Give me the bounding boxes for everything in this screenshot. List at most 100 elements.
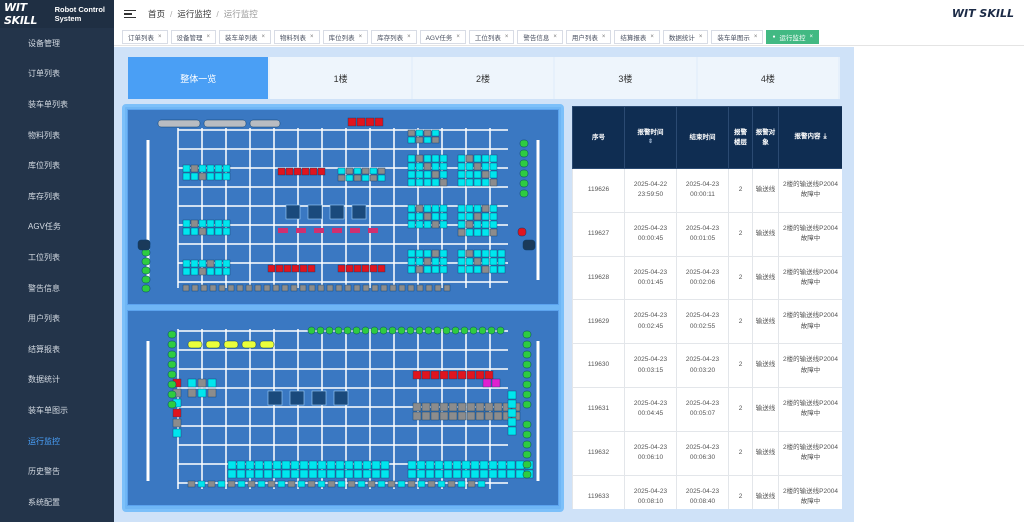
storage-cell [481, 220, 490, 229]
sidebar-item[interactable]: 警告信息 [28, 283, 60, 293]
storage-cell [461, 460, 471, 470]
sidebar-item[interactable]: AGV任务 [28, 222, 61, 232]
sidebar-item[interactable]: 物料列表 [28, 130, 60, 140]
breadcrumb-item[interactable]: 首页 [148, 9, 166, 19]
col-content[interactable]: 报警内容⤓ [778, 106, 842, 169]
close-icon[interactable]: × [504, 33, 509, 40]
floor-tab[interactable]: 2楼 [412, 57, 554, 99]
col-end-time[interactable]: 结束时间 [676, 106, 729, 169]
sidebar-item[interactable]: 装车单图示 [28, 405, 68, 415]
download-icon[interactable]: ⤓ [823, 133, 827, 141]
tag-item[interactable]: 工位列表× [468, 29, 515, 44]
floor-tab[interactable]: 1楼 [270, 57, 411, 99]
tag-item[interactable]: 设备管理× [170, 29, 217, 44]
floor-map-lower[interactable] [127, 310, 559, 506]
storage-cell [182, 267, 191, 276]
storage-cell [439, 265, 448, 274]
floor-tab[interactable]: 整体一览 [128, 57, 269, 99]
equipment-unit [442, 326, 451, 335]
col-start-time[interactable]: 报警时间⇕ [624, 106, 677, 169]
close-icon[interactable]: × [206, 33, 211, 40]
close-icon[interactable]: × [310, 33, 314, 40]
col-target[interactable]: 报警对象 [752, 106, 779, 169]
hamburger-icon[interactable] [124, 9, 136, 19]
sidebar-item[interactable]: 装车单列表 [28, 99, 68, 109]
floor-map-upper[interactable] [127, 109, 559, 305]
storage-cell [182, 284, 190, 292]
sidebar-item[interactable]: 工位列表 [28, 252, 60, 262]
sidebar-item[interactable]: 订单列表 [28, 69, 60, 79]
tag-item[interactable]: 用户列表× [565, 29, 612, 44]
sidebar-item[interactable]: 运行监控 [28, 436, 60, 446]
equipment-unit [316, 326, 325, 335]
close-icon[interactable]: × [809, 33, 813, 40]
sidebar-item[interactable]: 历史警告 [28, 467, 60, 477]
tag-item[interactable]: 库存列表× [371, 29, 417, 44]
sidebar-item[interactable]: 用户列表 [28, 314, 60, 324]
tag-item[interactable]: 库位列表× [322, 29, 369, 44]
storage-cell [473, 265, 482, 274]
tag-item[interactable]: 装车单列表× [219, 29, 272, 44]
sidebar-item[interactable]: 结算报表 [28, 344, 60, 354]
tag-item[interactable]: 警告信息× [517, 29, 563, 44]
storage-cell [415, 204, 424, 213]
maps-container [122, 104, 564, 512]
tag-item[interactable]: 数据统计× [662, 29, 709, 44]
storage-cell [473, 162, 482, 171]
close-icon[interactable]: × [650, 33, 654, 40]
floor-tab[interactable]: 4楼 [697, 57, 839, 99]
storage-cell [484, 402, 494, 412]
sidebar-item[interactable]: 库位列表 [28, 161, 60, 171]
storage-cell [190, 267, 199, 276]
close-icon[interactable]: × [601, 33, 606, 40]
breadcrumb-separator: / [170, 9, 173, 19]
close-icon[interactable]: × [358, 33, 363, 40]
col-id[interactable]: 序号 [572, 106, 625, 169]
equipment-unit [223, 340, 239, 349]
floor-tab[interactable]: 3楼 [555, 57, 696, 99]
close-icon[interactable]: × [407, 33, 411, 40]
sidebar-item[interactable]: 系统配置 [28, 497, 60, 507]
tag-item[interactable]: 物料列表× [274, 29, 320, 44]
tag-item[interactable]: 订单列表× [122, 29, 168, 44]
close-icon[interactable]: × [753, 33, 758, 40]
storage-cell [353, 469, 363, 479]
tag-item[interactable]: ●运行监控× [766, 29, 819, 44]
cell-start: 2025-04-23 00:03:15 [624, 343, 677, 388]
storage-cell [465, 228, 474, 237]
sort-icon[interactable]: ⇕ [647, 138, 654, 145]
close-icon[interactable]: × [553, 33, 557, 40]
sidebar-item[interactable]: 设备管理 [28, 38, 60, 48]
storage-cell [430, 402, 440, 412]
breadcrumb-item[interactable]: 运行监控 [177, 9, 212, 19]
tag-item[interactable]: 装车单图示× [711, 29, 764, 44]
storage-cell [281, 460, 291, 470]
storage-cell [439, 411, 449, 421]
storage-cell [301, 167, 310, 176]
storage-cell [337, 480, 346, 488]
equipment-unit [325, 326, 334, 335]
tag-item[interactable]: 结算报表× [614, 29, 660, 44]
storage-cell [416, 284, 424, 292]
storage-cell [448, 370, 458, 380]
close-icon[interactable]: × [456, 33, 460, 40]
storage-cell [465, 257, 474, 266]
storage-cell [326, 469, 336, 479]
storage-cell [475, 411, 485, 421]
equipment-unit [343, 326, 352, 335]
close-icon[interactable]: × [698, 33, 703, 40]
sidebar-item[interactable]: 数据统计 [28, 375, 60, 385]
close-icon[interactable]: × [158, 33, 162, 40]
close-icon[interactable]: × [261, 33, 266, 40]
tag-item[interactable]: AGV任务× [419, 29, 466, 44]
sidebar-item[interactable]: 库存列表 [28, 191, 60, 201]
col-floor[interactable]: 报警楼层 [728, 106, 753, 169]
